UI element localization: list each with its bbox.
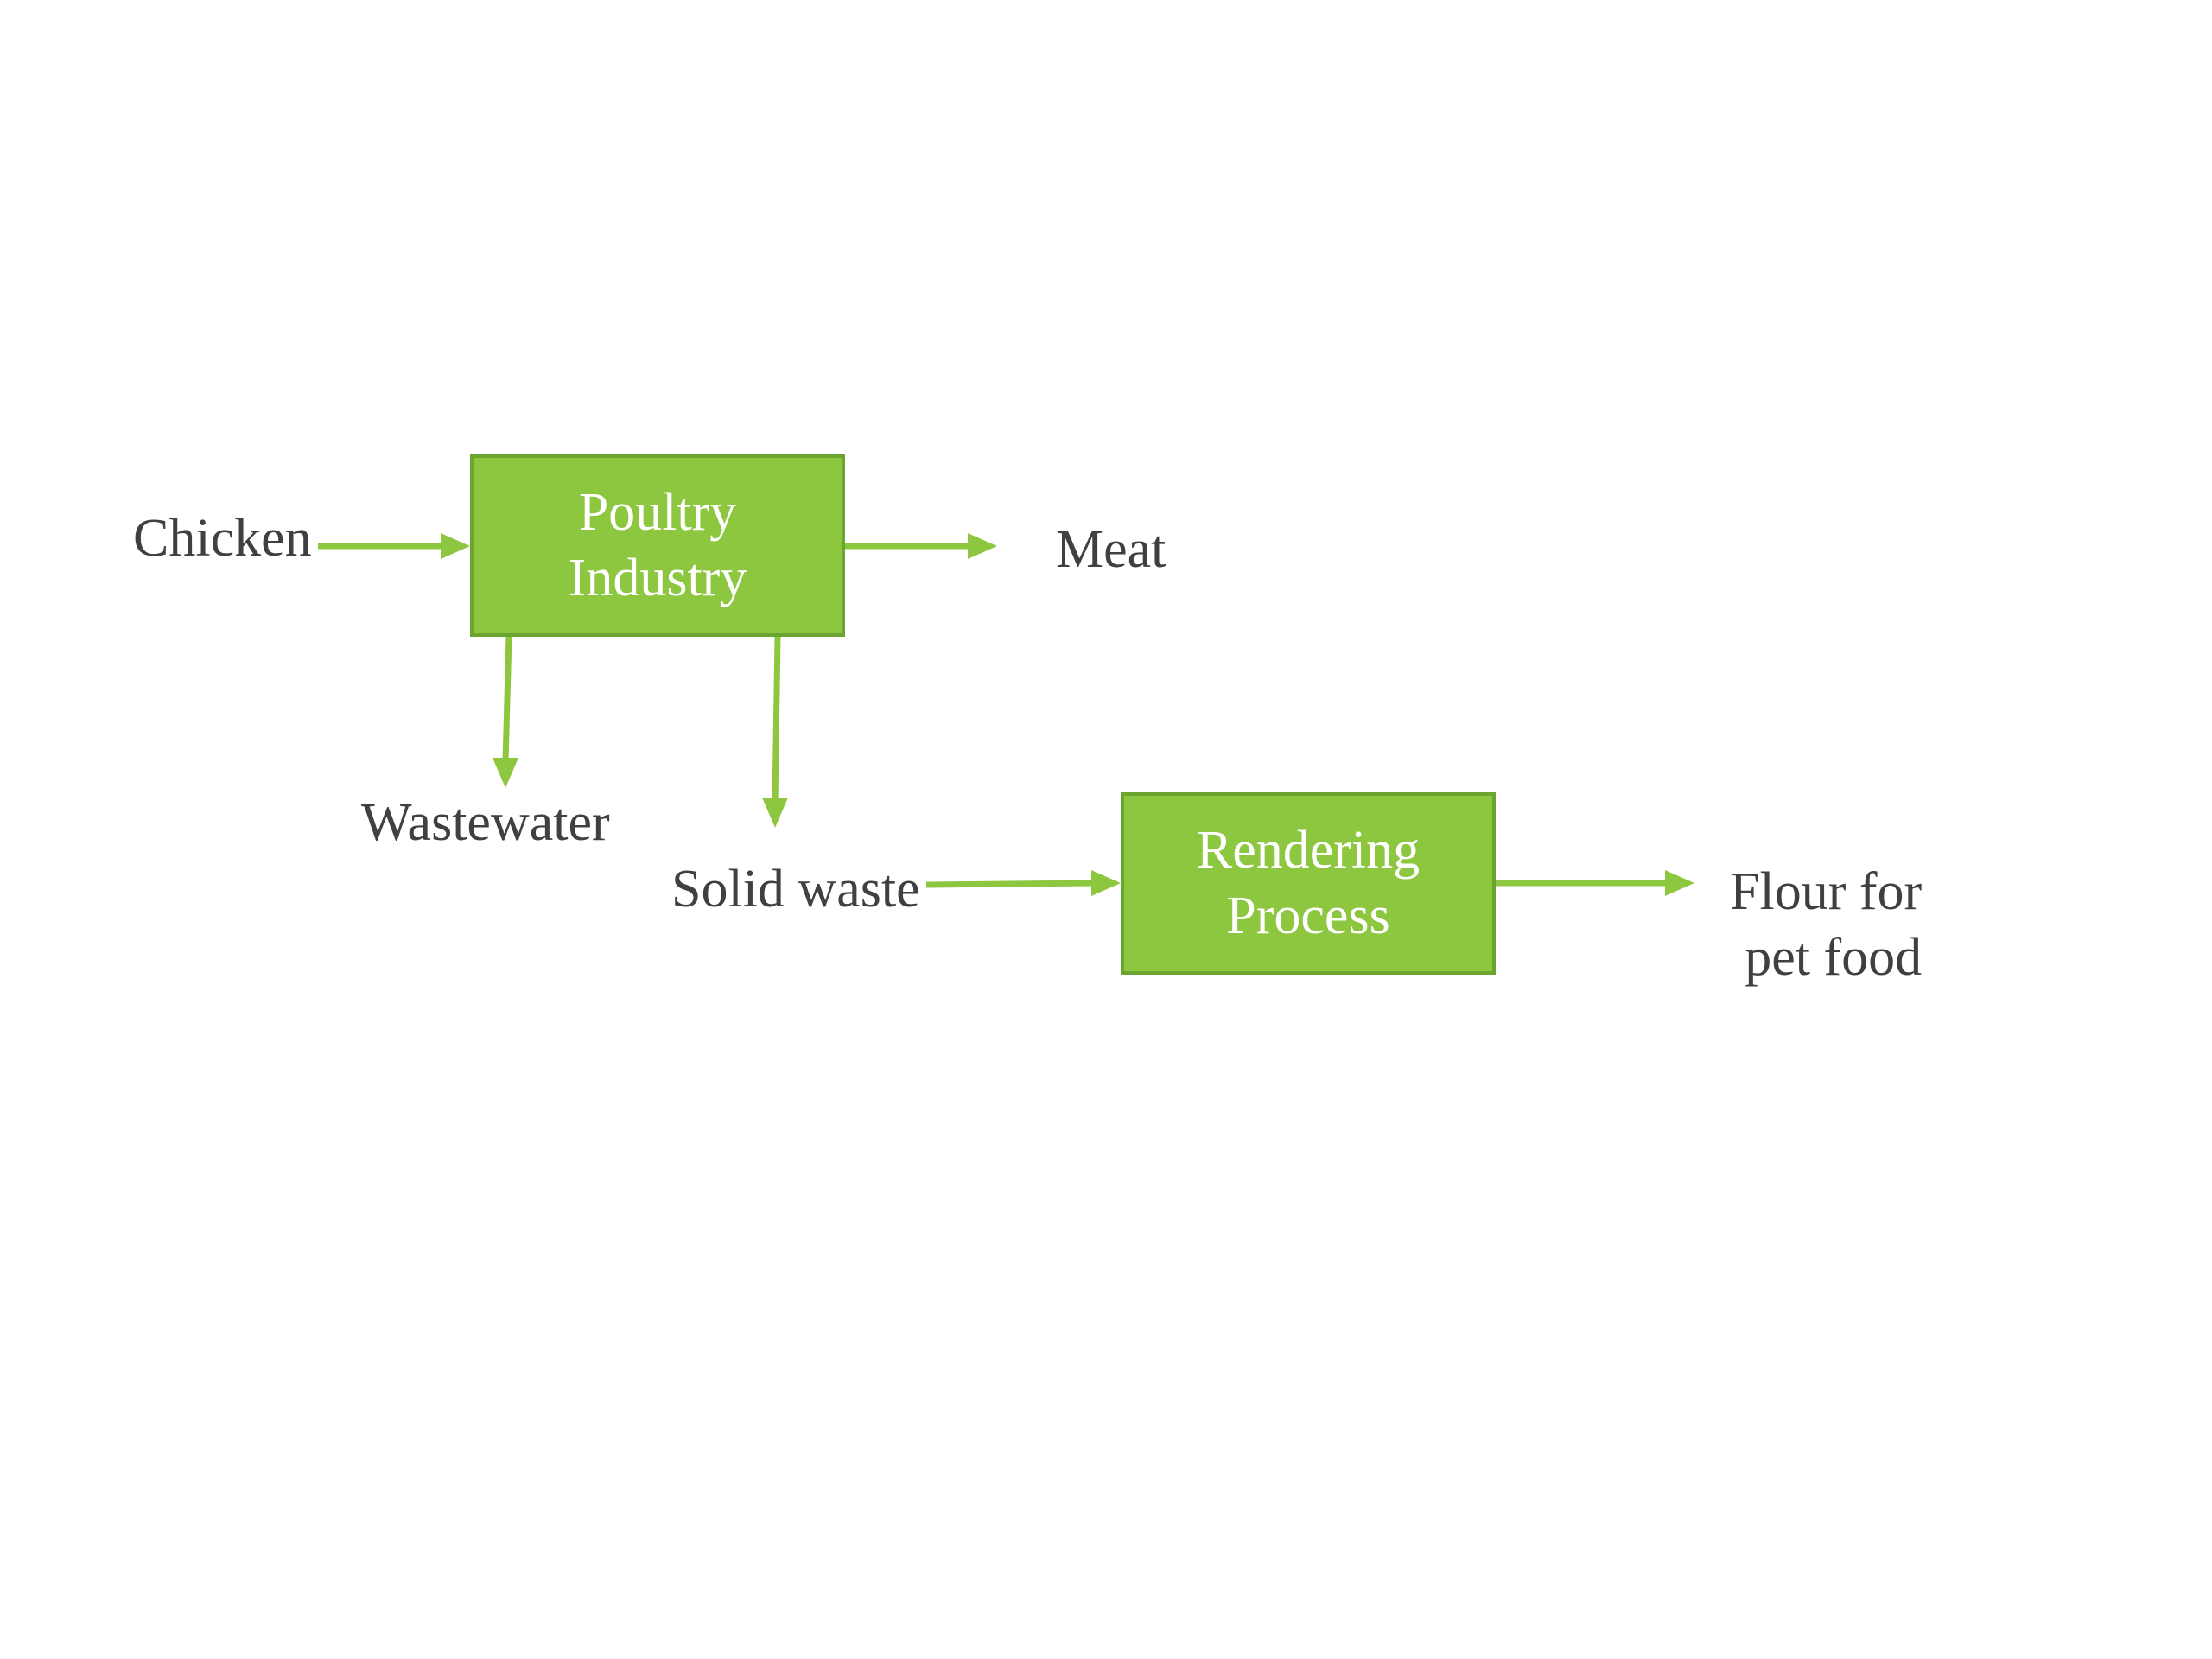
arrow-poultry-to-meat — [845, 533, 997, 559]
rendering-process-line2: Process — [1226, 886, 1390, 945]
rendering-process-line1: Rendering — [1196, 820, 1421, 880]
meat-label: Meat — [1056, 520, 1166, 579]
poultry-industry-box: Poultry Industry — [470, 454, 845, 637]
arrow-poultry-to-solid-waste — [762, 636, 788, 828]
flour-label-line2: pet food — [1745, 927, 1923, 987]
arrow-chicken-to-poultry — [318, 533, 470, 559]
poultry-industry-line2: Industry — [568, 548, 747, 607]
chicken-label: Chicken — [133, 509, 312, 568]
poultry-industry-line1: Poultry — [578, 482, 737, 542]
rendering-process-box: Rendering Process — [1121, 792, 1496, 975]
arrow-poultry-to-wastewater — [493, 636, 518, 788]
flour-for-pet-food-label: Flour for pet food — [1730, 860, 1922, 990]
arrow-rendering-to-flour — [1496, 870, 1694, 896]
solid-waste-label: Solid waste — [671, 860, 920, 918]
arrow-solid-waste-to-rendering — [925, 870, 1121, 896]
wastewater-label: Wastewater — [361, 793, 610, 852]
flour-label-line1: Flour for — [1730, 862, 1923, 921]
